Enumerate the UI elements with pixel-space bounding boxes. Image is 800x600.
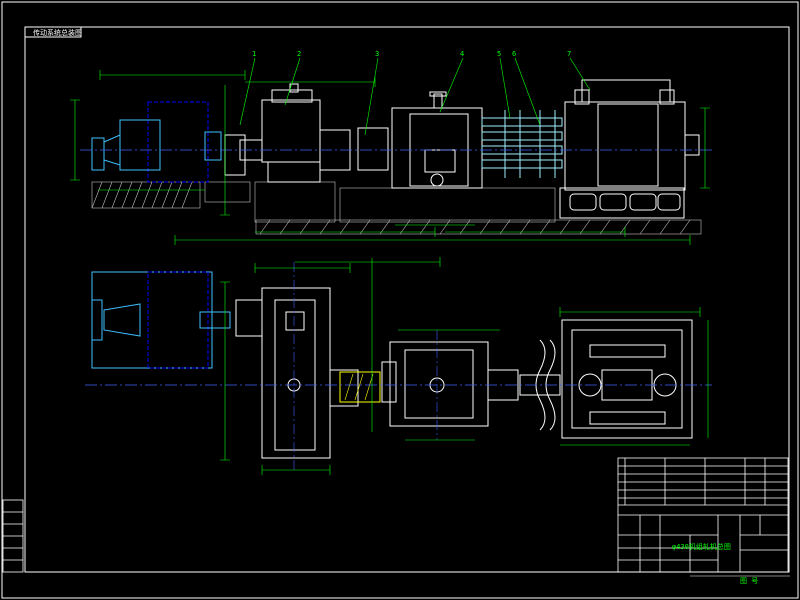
rolling-mill-plan [561, 319, 693, 439]
page-number-label: 图 号 [740, 577, 759, 585]
title-block-name: φ430机组轧机总图 [672, 543, 731, 551]
rolling-mill-stand [559, 79, 700, 219]
elevation-view [70, 57, 715, 245]
left-revision-table [2, 499, 24, 573]
callout-2: 2 [297, 50, 302, 58]
callout-7: 7 [567, 50, 572, 58]
callout-5: 5 [497, 50, 502, 58]
foundation-hatch [91, 181, 702, 235]
title-block [617, 457, 789, 573]
plan-view [85, 257, 712, 475]
coupling-plan [339, 371, 381, 403]
pinion-stand [357, 91, 483, 189]
elevation-callouts [239, 57, 591, 136]
pinion-stand-plan [381, 341, 519, 427]
callout-6: 6 [512, 50, 517, 58]
callout-4: 4 [460, 50, 465, 58]
callout-3: 3 [375, 50, 380, 58]
motor-plan [91, 271, 231, 369]
corner-label-box [24, 26, 82, 38]
corner-label: 传动系统总装图 [33, 29, 82, 37]
elevation-dimensions [70, 70, 710, 245]
callout-1: 1 [252, 50, 257, 58]
inner-frame [24, 26, 790, 573]
gear-reducer [224, 83, 351, 183]
main-motor [91, 101, 222, 183]
spindles [481, 110, 563, 178]
plan-dimensions [220, 257, 709, 475]
gear-reducer-plan [235, 287, 359, 459]
coupling-hatch [344, 373, 374, 401]
